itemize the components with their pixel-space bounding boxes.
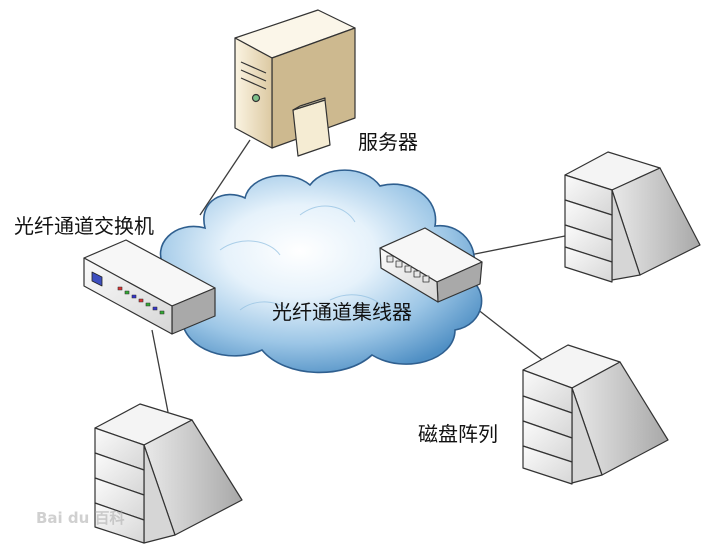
server-label: 服务器	[358, 130, 418, 154]
fc-switch-icon	[83, 239, 216, 335]
link-server-cloud	[199, 139, 251, 216]
disk-array-icon-top-right	[564, 151, 701, 283]
watermark: Bai du 百科	[36, 509, 125, 527]
server-icon	[234, 9, 356, 157]
disk-array-icon-bottom-left	[94, 403, 243, 544]
fc-hub-label: 光纤通道集线器	[272, 300, 412, 324]
disk-array-label: 磁盘阵列	[418, 422, 498, 446]
fc-switch-label: 光纤通道交换机	[14, 214, 154, 238]
link-switch-disk-left	[151, 329, 169, 413]
fc-hub-icon	[379, 227, 483, 303]
disk-array-icon-lower-right	[522, 344, 669, 485]
link-hub-disk-topright	[469, 234, 571, 256]
